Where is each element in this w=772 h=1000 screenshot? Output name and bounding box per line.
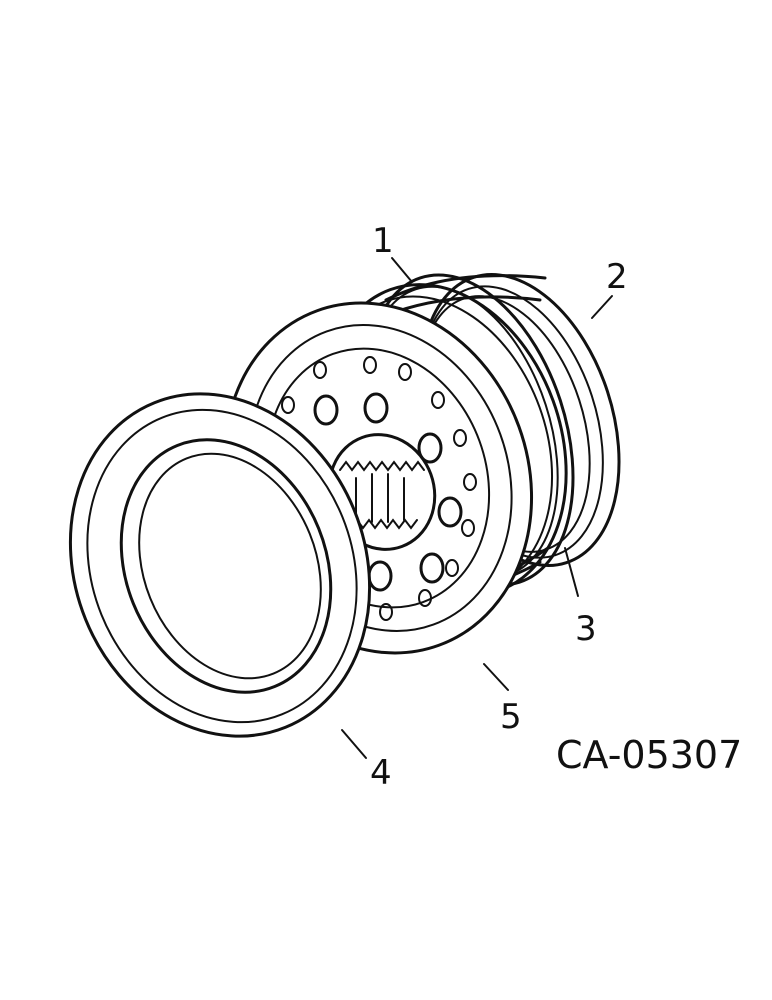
leader-3 <box>564 547 579 597</box>
callout-2: 2 <box>606 257 628 297</box>
leader-lines <box>341 257 613 759</box>
callout-1: 1 <box>372 221 394 261</box>
leader-4 <box>341 729 367 759</box>
front-ring-part-4 <box>68 392 372 738</box>
callout-4: 4 <box>370 753 392 793</box>
leader-1 <box>391 257 413 283</box>
leader-2 <box>591 295 613 319</box>
part-code: CA-05307 <box>556 733 742 777</box>
callout-3: 3 <box>575 609 597 649</box>
bolt-holes-outer <box>261 356 477 621</box>
leader-5 <box>483 663 509 691</box>
callout-5: 5 <box>500 697 522 737</box>
